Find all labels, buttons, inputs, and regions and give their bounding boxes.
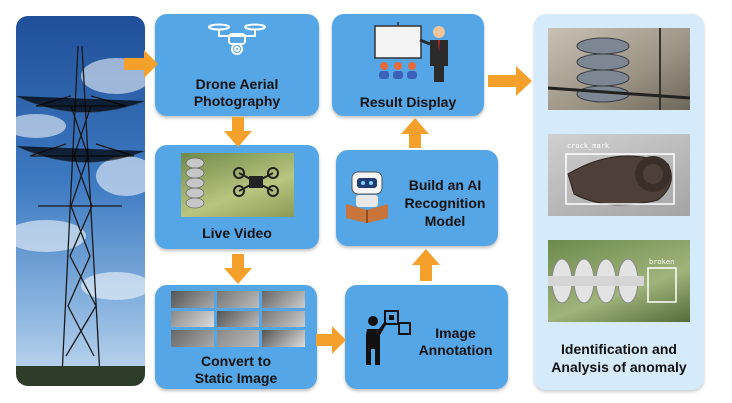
robot-reading-icon — [346, 171, 388, 223]
step-live-video: Live Video — [155, 145, 319, 249]
detection-tag-broken: broken — [649, 258, 675, 266]
step-build-ai-model: Build an AI Recognition Model — [336, 150, 498, 246]
insulator-photo-1 — [548, 28, 690, 110]
static-image-thumbnail — [216, 330, 260, 347]
static-image-thumbnail — [262, 310, 305, 328]
arrow-tower-to-drone — [124, 50, 158, 78]
arrow-model-to-result — [401, 118, 429, 148]
step-result-display: Result Display — [332, 14, 484, 116]
insulator-photo-3: broken — [548, 240, 690, 322]
presenter-icon — [374, 22, 448, 82]
arrow-annotation-to-model — [412, 249, 440, 281]
step-convert-static-image: Convert to Static Image — [155, 285, 317, 389]
transmission-tower-photo — [16, 16, 145, 386]
static-image-thumbnail — [171, 310, 214, 328]
step-image-annotation: Image Annotation — [345, 285, 508, 389]
identification-panel: crack_mark broken Identification and Ana… — [534, 14, 704, 390]
static-image-thumbnail — [216, 310, 260, 328]
arrow-drone-to-video — [224, 117, 252, 147]
static-image-thumbnail — [171, 330, 214, 347]
detection-tag-crack: crack_mark — [567, 142, 610, 150]
static-image-thumbnail — [262, 291, 305, 308]
static-image-thumbnail — [216, 291, 260, 308]
static-image-thumbnail — [262, 330, 305, 347]
insulator-photo-2: crack_mark — [548, 134, 690, 216]
arrow-video-to-convert — [224, 254, 252, 284]
live-video-frame — [181, 153, 294, 217]
step-drone-aerial-photography: Drone Aerial Photography — [155, 14, 319, 116]
drone-icon — [208, 23, 266, 55]
video-step-label: Live Video — [202, 225, 272, 241]
static-image-thumbnail — [171, 291, 214, 308]
annotator-icon — [366, 310, 411, 365]
drone-step-label: Drone Aerial Photography — [193, 76, 281, 109]
annotation-step-label: Image Annotation — [418, 325, 493, 358]
arrow-convert-to-annotation — [316, 326, 346, 354]
convert-step-label: Convert to Static Image — [194, 353, 278, 386]
static-image-grid — [171, 291, 305, 347]
outcome-label: Identification and Analysis of anomaly — [551, 341, 687, 375]
arrow-result-to-identification — [488, 66, 532, 96]
model-step-label: Build an AI Recognition Model — [404, 177, 486, 229]
result-step-label: Result Display — [359, 94, 457, 110]
